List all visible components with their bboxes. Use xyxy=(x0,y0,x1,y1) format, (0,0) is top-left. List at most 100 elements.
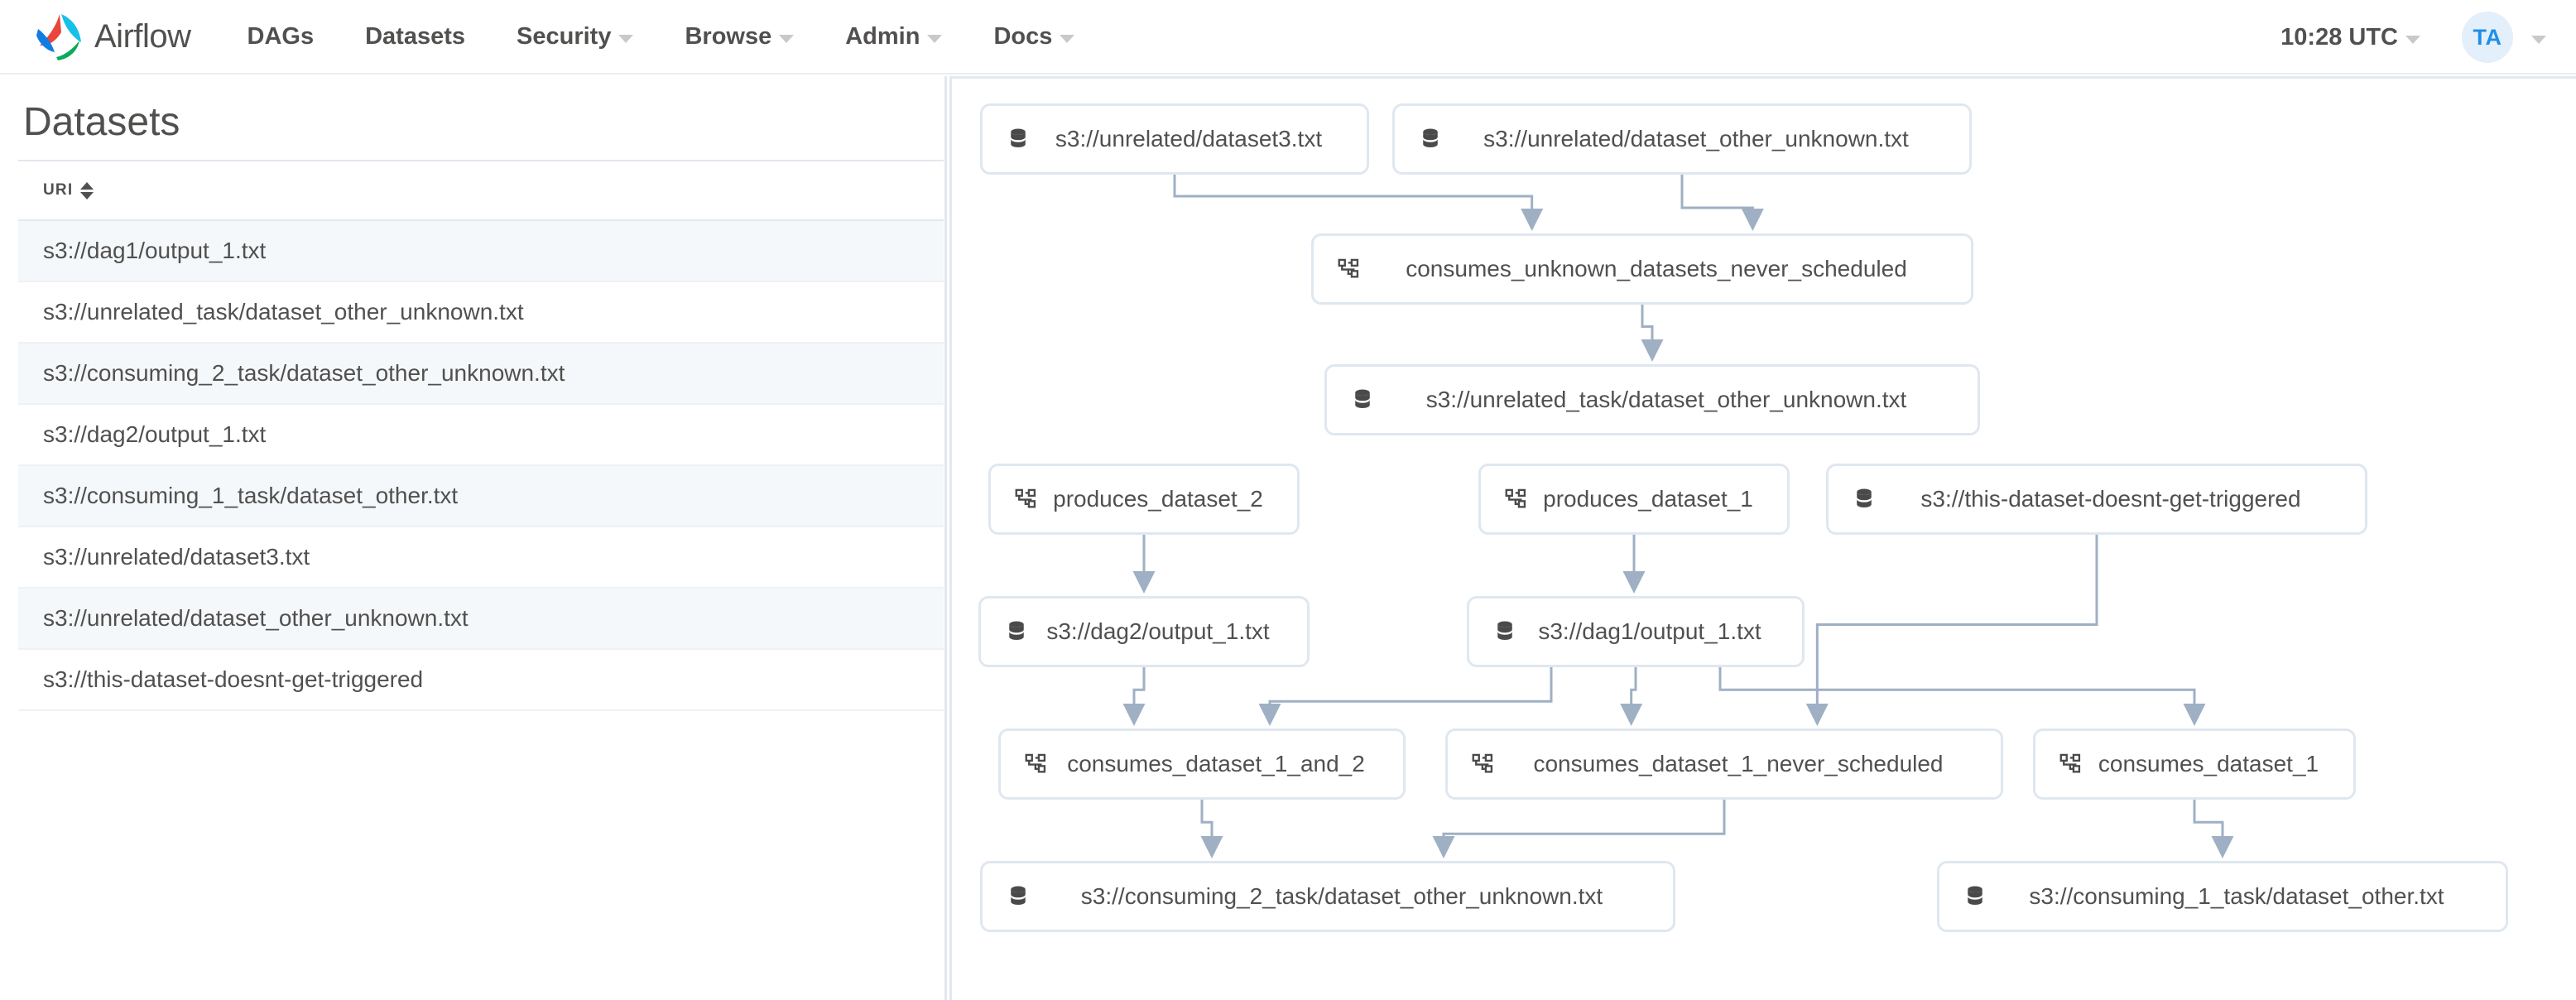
dag-tree-icon xyxy=(1335,255,1363,283)
node-label: produces_dataset_1 xyxy=(1543,486,1753,512)
dataset-node-ds_dag1_out[interactable]: s3://dag1/output_1.txt xyxy=(1467,596,1805,667)
nav-item-datasets-label: Datasets xyxy=(365,22,466,50)
database-icon xyxy=(1850,485,1878,513)
dataset-uri-cell[interactable]: s3://consuming_2_task/dataset_other_unkn… xyxy=(18,343,944,405)
node-label: consumes_dataset_1 xyxy=(2098,751,2319,776)
nav-item-dags-label: DAGs xyxy=(247,22,315,50)
node-label: consumes_unknown_datasets_never_schedule… xyxy=(1406,256,1907,281)
chevron-down-icon xyxy=(1060,34,1075,43)
nav-item-security[interactable]: Security xyxy=(517,22,634,50)
table-row[interactable]: s3://dag2/output_1.txt xyxy=(18,404,944,466)
node-label: s3://unrelated_task/dataset_other_unknow… xyxy=(1425,387,1907,412)
dag-tree-icon xyxy=(1022,750,1050,778)
nav-item-admin[interactable]: Admin xyxy=(845,23,943,50)
dataset-uri-cell[interactable]: s3://this-dataset-doesnt-get-triggered xyxy=(18,649,944,711)
nav-item-security-label: Security xyxy=(517,22,612,50)
nav-item-dags[interactable]: DAGs xyxy=(248,23,315,50)
database-icon xyxy=(1348,386,1377,414)
dataset-node-ds_consuming1[interactable]: s3://consuming_1_task/dataset_other.txt xyxy=(1937,861,2508,932)
dataset-node-ds_unrel_other_unk[interactable]: s3://unrelated/dataset_other_unknown.txt xyxy=(1392,103,1972,175)
node-label: consumes_dataset_1_and_2 xyxy=(1067,751,1365,776)
navbar-right: 10:28 UTC TA xyxy=(2280,0,2546,75)
dag-node-dag_consumes_unknown[interactable]: consumes_unknown_datasets_never_schedule… xyxy=(1311,233,1973,305)
dag-tree-icon xyxy=(1469,750,1497,778)
chevron-down-icon xyxy=(2405,35,2420,44)
user-menu[interactable]: TA xyxy=(2462,12,2546,63)
nav-item-docs-label: Docs xyxy=(993,22,1053,50)
nav-item-datasets[interactable]: Datasets xyxy=(365,23,465,50)
graph-edge xyxy=(1718,667,2206,726)
brand[interactable]: Airflow xyxy=(31,11,191,62)
node-label: s3://this-dataset-doesnt-get-triggered xyxy=(1920,486,2301,512)
column-header-uri[interactable]: URI xyxy=(18,160,944,221)
dataset-uri-cell[interactable]: s3://consuming_1_task/dataset_other.txt xyxy=(18,465,944,527)
table-row[interactable]: s3://this-dataset-doesnt-get-triggered xyxy=(18,649,944,711)
dag-node-dag_produces_2[interactable]: produces_dataset_2 xyxy=(988,464,1300,535)
dag-tree-icon xyxy=(1502,485,1531,513)
graph-edge xyxy=(1122,667,1146,726)
node-label: s3://unrelated/dataset3.txt xyxy=(1055,126,1323,151)
dataset-node-ds_consuming2[interactable]: s3://consuming_2_task/dataset_other_unkn… xyxy=(980,861,1675,932)
table-row[interactable]: s3://consuming_1_task/dataset_other.txt xyxy=(18,465,944,527)
graph-edge xyxy=(1200,800,1223,858)
graph-edge xyxy=(1805,535,2098,726)
avatar: TA xyxy=(2462,12,2513,63)
table-row[interactable]: s3://consuming_2_task/dataset_other_unkn… xyxy=(18,343,944,405)
node-label: consumes_dataset_1_never_scheduled xyxy=(1533,751,1944,776)
nav-links: DAGs Datasets Security Browse Admin Docs xyxy=(248,23,1127,50)
table-row[interactable]: s3://dag1/output_1.txt xyxy=(18,220,944,282)
database-icon xyxy=(1004,125,1032,153)
dataset-uri-cell[interactable]: s3://unrelated/dataset_other_unknown.txt xyxy=(18,588,944,650)
dataset-graph-panel[interactable]: s3://unrelated/dataset3.txt s3://unrelat… xyxy=(949,76,2576,1000)
top-navbar: Airflow DAGs Datasets Security Browse Ad… xyxy=(0,0,2576,75)
chevron-down-icon xyxy=(779,34,795,43)
clock-label: 10:28 UTC xyxy=(2280,23,2398,50)
dataset-uri-cell[interactable]: s3://unrelated_task/dataset_other_unknow… xyxy=(18,281,944,344)
nav-item-docs[interactable]: Docs xyxy=(993,22,1075,50)
dag-node-dag_produces_1[interactable]: produces_dataset_1 xyxy=(1478,464,1790,535)
dag-node-dag_cons_1_never[interactable]: consumes_dataset_1_never_scheduled xyxy=(1445,728,2003,800)
sort-both-icon[interactable] xyxy=(80,181,94,200)
database-icon xyxy=(1491,618,1519,646)
dataset-node-ds_unrel_task[interactable]: s3://unrelated_task/dataset_other_unknow… xyxy=(1324,364,1980,435)
chevron-down-icon xyxy=(2531,35,2546,44)
node-label: produces_dataset_2 xyxy=(1053,486,1263,512)
node-label: s3://consuming_2_task/dataset_other_unkn… xyxy=(1080,883,1603,909)
table-row[interactable]: s3://unrelated/dataset_other_unknown.txt xyxy=(18,588,944,650)
dataset-uri-cell[interactable]: s3://dag2/output_1.txt xyxy=(18,404,944,466)
dag-node-dag_cons_1[interactable]: consumes_dataset_1 xyxy=(2033,728,2356,800)
dag-tree-icon xyxy=(1012,485,1040,513)
table-row[interactable]: s3://unrelated/dataset3.txt xyxy=(18,526,944,589)
dag-tree-icon xyxy=(2057,750,2085,778)
page-title: Datasets xyxy=(23,100,180,144)
timezone-selector[interactable]: 10:28 UTC xyxy=(2280,24,2420,51)
graph-edge xyxy=(1620,667,1643,726)
dataset-uri-cell[interactable]: s3://dag1/output_1.txt xyxy=(18,220,944,282)
brand-name: Airflow xyxy=(94,17,191,55)
node-label: s3://dag2/output_1.txt xyxy=(1046,618,1270,644)
graph-edges xyxy=(1122,175,2234,858)
database-icon xyxy=(1002,618,1031,646)
graph-edge xyxy=(1680,175,1764,231)
node-label: s3://dag1/output_1.txt xyxy=(1538,618,1761,644)
node-label: s3://unrelated/dataset_other_unknown.txt xyxy=(1483,126,1909,151)
graph-canvas[interactable]: s3://unrelated/dataset3.txt s3://unrelat… xyxy=(952,79,2576,1000)
table-row[interactable]: s3://unrelated_task/dataset_other_unknow… xyxy=(18,281,944,344)
graph-edge xyxy=(1432,800,1726,858)
dataset-node-ds_unrelated3[interactable]: s3://unrelated/dataset3.txt xyxy=(980,103,1369,175)
dag-node-dag_cons_1_and_2[interactable]: consumes_dataset_1_and_2 xyxy=(998,728,1406,800)
airflow-logo-icon xyxy=(31,11,86,62)
dataset-node-ds_dag2_out[interactable]: s3://dag2/output_1.txt xyxy=(978,596,1310,667)
graph-edge xyxy=(1173,175,1544,231)
column-header-uri-label: URI xyxy=(43,181,74,199)
dataset-node-ds_no_trigger[interactable]: s3://this-dataset-doesnt-get-triggered xyxy=(1826,464,2367,535)
graph-edge xyxy=(1641,305,1664,362)
database-icon xyxy=(1004,882,1032,911)
nav-item-browse[interactable]: Browse xyxy=(685,23,795,50)
node-label: s3://consuming_1_task/dataset_other.txt xyxy=(2029,883,2444,909)
graph-edge xyxy=(1258,667,1553,726)
dataset-uri-cell[interactable]: s3://unrelated/dataset3.txt xyxy=(18,526,944,589)
datasets-table-head: URI xyxy=(18,160,944,221)
